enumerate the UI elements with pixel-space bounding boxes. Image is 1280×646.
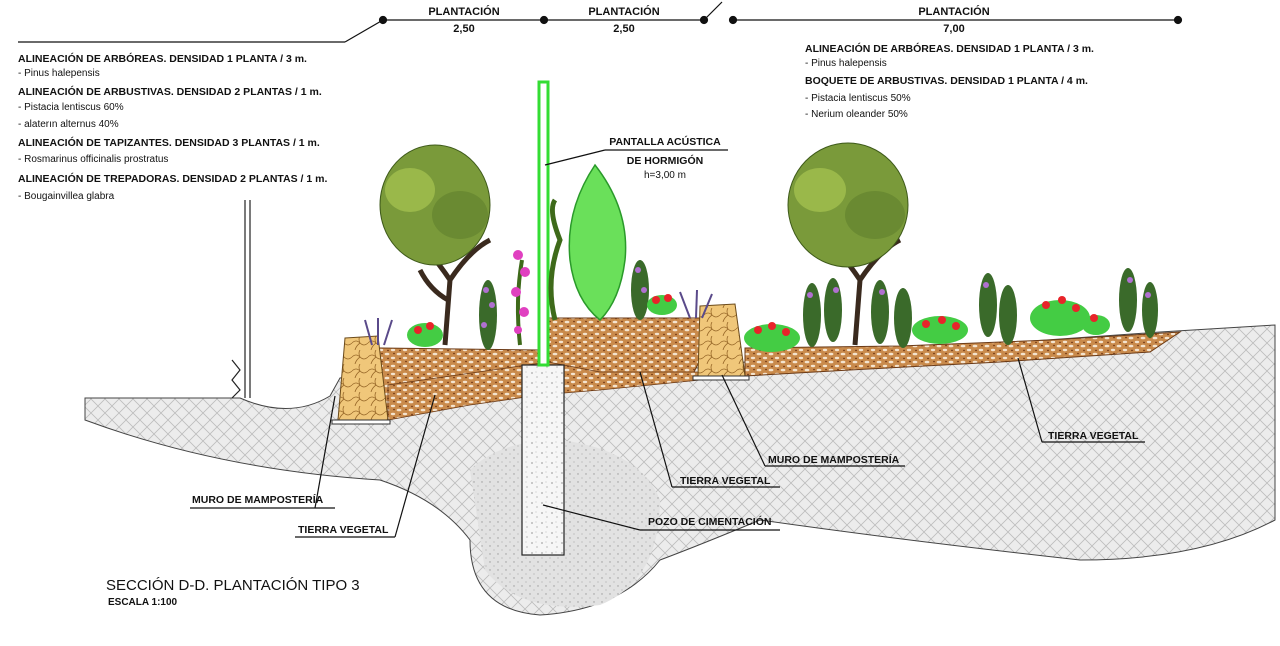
- dim-value-1: 2,50: [453, 23, 474, 35]
- legend-left-line-3: ALINEACIÓN DE ARBUSTIVAS. DENSIDAD 2 PLA…: [18, 85, 322, 98]
- legend-left-line-4: - Pistacia lentiscus 60%: [18, 102, 124, 113]
- legend-right-line-2: - Pinus halepensis: [805, 58, 887, 69]
- legend-left-line-8: ALINEACIÓN DE TREPADORAS. DENSIDAD 2 PLA…: [18, 172, 327, 185]
- legend-right-line-1: ALINEACIÓN DE ARBÓREAS. DENSIDAD 1 PLANT…: [805, 42, 1094, 55]
- legend-right-line-5: - Nerium oleander 50%: [805, 109, 908, 120]
- callout-muro-right: MURO DE MAMPOSTERÍA: [768, 453, 900, 466]
- bougainvillea: [511, 250, 530, 346]
- callout-tierra-right: TIERRA VEGETAL: [1048, 430, 1139, 442]
- foundation-zone: [470, 440, 660, 607]
- leader-lines: [190, 149, 1145, 538]
- dim-value-3: 7,00: [943, 23, 964, 35]
- purple-flowers: [481, 267, 1151, 328]
- legend-left-line-6: ALINEACIÓN DE TAPIZANTES. DENSIDAD 3 PLA…: [18, 136, 320, 149]
- wall-footing-right: [692, 375, 750, 381]
- drawing-scale: ESCALA 1:100: [108, 597, 178, 608]
- callout-pantalla-1: PANTALLA ACÚSTICA: [609, 135, 721, 148]
- legend-right-line-4: - Pistacia lentiscus 50%: [805, 93, 911, 104]
- pine-tree-right: [787, 142, 909, 346]
- legend-left-line-5: - alaterın alternus 40%: [18, 119, 119, 130]
- dim-label-3: PLANTACIÓN: [918, 5, 989, 18]
- dim-label-2: PLANTACIÓN: [588, 5, 659, 18]
- legend-left-line-1: ALINEACIÓN DE ARBÓREAS. DENSIDAD 1 PLANT…: [18, 52, 307, 65]
- legend-right-line-3: BOQUETE DE ARBUSTIVAS. DENSIDAD 1 PLANTA…: [805, 75, 1088, 87]
- callout-tierra-center: TIERRA VEGETAL: [680, 475, 771, 487]
- shrub-group: [479, 260, 1158, 350]
- lavender: [364, 289, 713, 346]
- callout-tierra-left: TIERRA VEGETAL: [298, 524, 389, 536]
- callout-muro-left: MURO DE MAMPOSTERÍA: [192, 493, 324, 506]
- green-shrub: [568, 163, 627, 322]
- fence-post: [231, 200, 251, 399]
- legend-left-line-2: - Pinus halepensis: [18, 68, 100, 79]
- red-flower-shrubs: [407, 294, 1110, 352]
- wall-footing-left: [331, 419, 391, 425]
- dimension-line: [18, 1, 1183, 43]
- drawing-title: SECCIÓN D-D. PLANTACIÓN TIPO 3: [106, 577, 360, 594]
- dim-value-2: 2,50: [613, 23, 634, 35]
- masonry-wall-right: [697, 303, 746, 377]
- acoustic-screen: [537, 80, 550, 367]
- dim-label-1: PLANTACIÓN: [428, 5, 499, 18]
- climber-vine: [548, 198, 563, 321]
- legend-left-line-9: - Bougainvillea glabra: [18, 191, 115, 202]
- callout-pantalla-2: DE HORMIGÓN: [627, 154, 703, 167]
- callout-pantalla-3: h=3,00 m: [644, 170, 686, 181]
- callout-pozo: POZO DE CIMENTACIÓN: [648, 515, 771, 528]
- pine-tree-left: [379, 144, 492, 346]
- foundation-pile: [521, 364, 565, 556]
- soil-right: [744, 331, 1182, 377]
- legend-left-line-7: - Rosmarinus officinalis prostratus: [18, 154, 168, 165]
